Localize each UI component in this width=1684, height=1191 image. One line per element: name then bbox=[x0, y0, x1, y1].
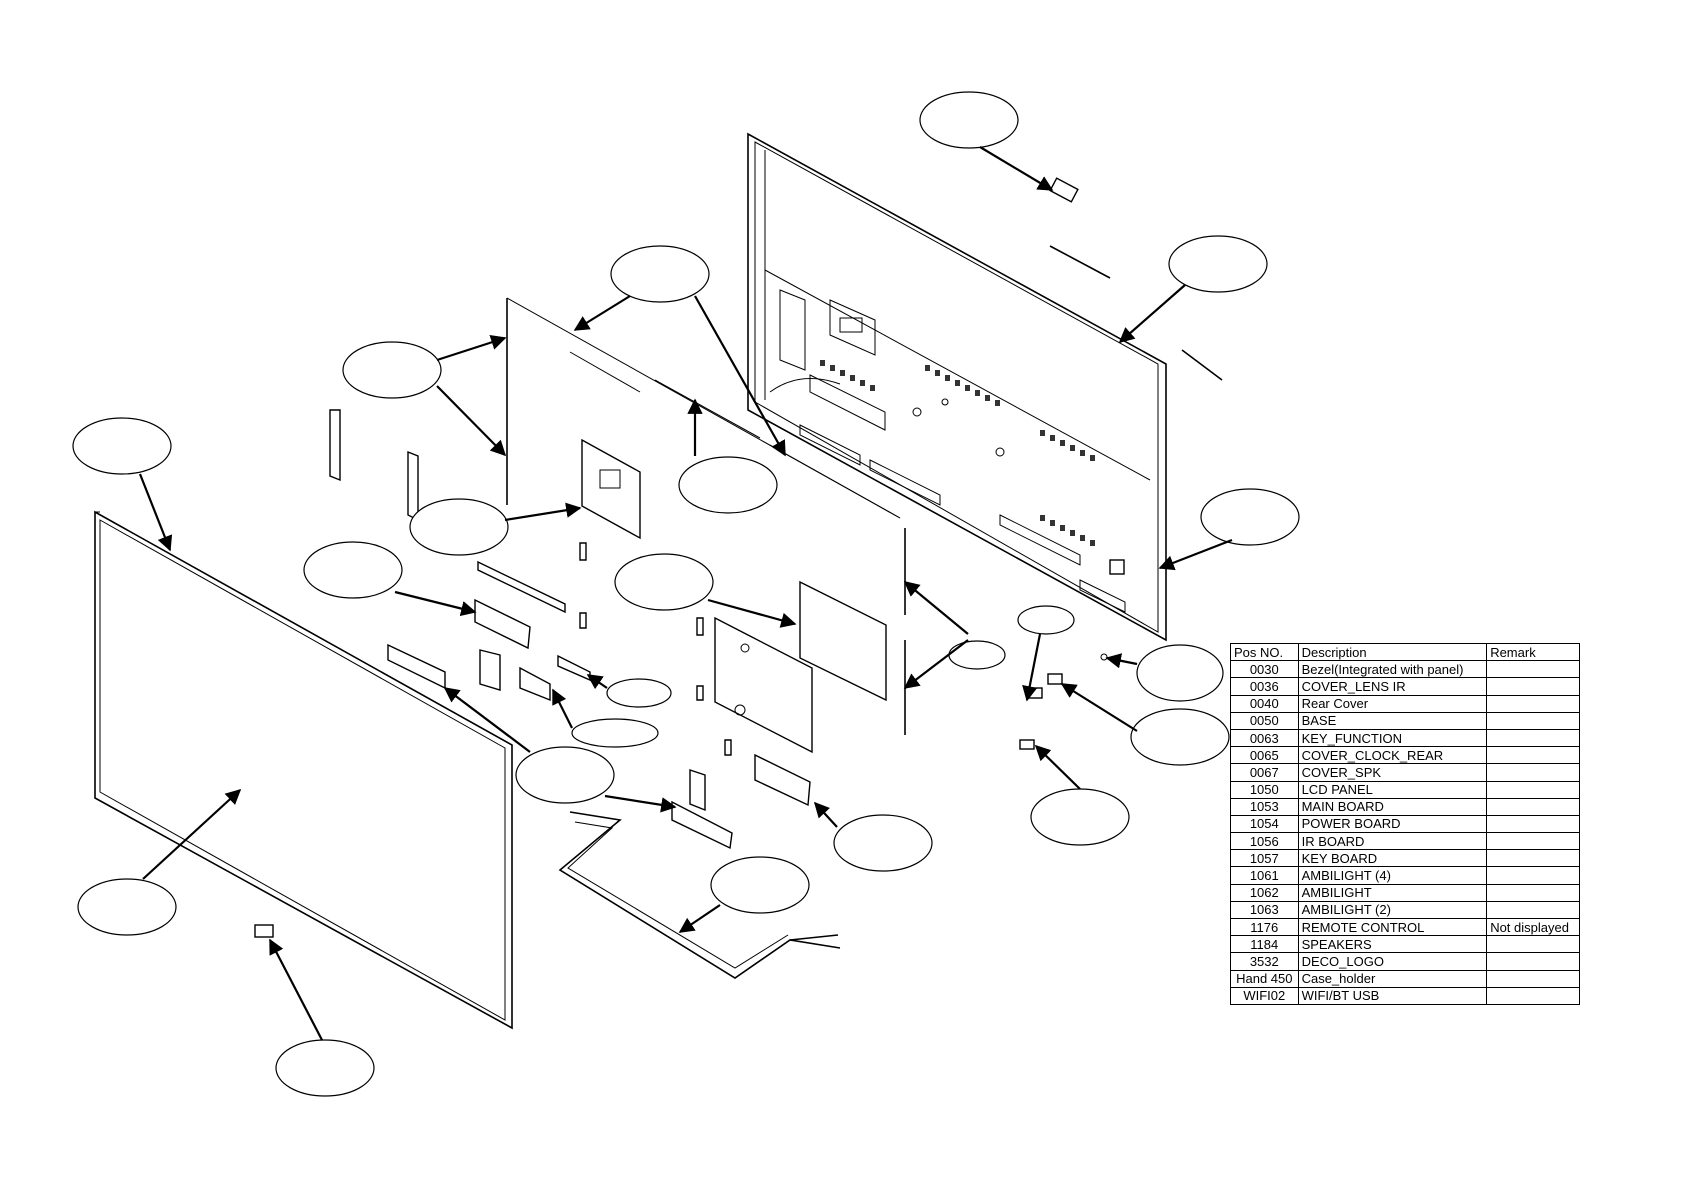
column-header-remark: Remark bbox=[1486, 642, 1580, 662]
part-description-cell: KEY BOARD bbox=[1297, 849, 1488, 868]
base bbox=[558, 811, 841, 979]
part-description-cell: KEY_FUNCTION bbox=[1297, 728, 1488, 748]
part-pos-cell: 0040 bbox=[1230, 694, 1299, 713]
lcd-panel bbox=[506, 297, 901, 540]
key-boards bbox=[329, 409, 419, 522]
part-remark-cell bbox=[1486, 711, 1580, 730]
part-remark-cell bbox=[1486, 849, 1580, 868]
part-pos-cell: 1053 bbox=[1230, 797, 1299, 816]
table-header-row: Pos NO. Description Remark bbox=[1230, 642, 1580, 662]
column-header-pos: Pos NO. bbox=[1230, 642, 1299, 662]
part-remark-cell bbox=[1486, 797, 1580, 816]
part-description-cell: Case_holder bbox=[1297, 969, 1488, 988]
part-pos-cell: 1061 bbox=[1230, 866, 1299, 885]
part-remark-cell bbox=[1486, 952, 1580, 971]
speakers bbox=[714, 616, 813, 754]
part-pos-cell: 1050 bbox=[1230, 780, 1299, 799]
part-description-cell: SPEAKERS bbox=[1297, 935, 1488, 954]
part-description-cell: COVER_SPK bbox=[1297, 763, 1488, 782]
bezel bbox=[94, 510, 513, 1030]
part-remark-cell bbox=[1486, 986, 1580, 1005]
part-pos-cell: 1056 bbox=[1230, 832, 1299, 851]
part-remark-cell bbox=[1486, 728, 1580, 748]
part-pos-cell: 3532 bbox=[1230, 952, 1299, 971]
column-header-description: Description bbox=[1297, 642, 1488, 662]
part-pos-cell: 0067 bbox=[1230, 763, 1299, 782]
part-description-cell: LCD PANEL bbox=[1297, 780, 1488, 799]
part-description-cell: REMOTE CONTROL bbox=[1297, 917, 1488, 937]
part-description-cell: IR BOARD bbox=[1297, 832, 1488, 851]
small-clips bbox=[254, 542, 1108, 938]
part-pos-cell: 1176 bbox=[1230, 917, 1299, 937]
part-remark-cell bbox=[1486, 900, 1580, 920]
part-description-cell: MAIN BOARD bbox=[1297, 797, 1488, 816]
part-description-cell: Rear Cover bbox=[1297, 694, 1488, 713]
leader-arrows bbox=[138, 146, 1233, 1041]
part-description-cell: COVER_LENS IR bbox=[1297, 677, 1488, 696]
part-pos-cell: 0065 bbox=[1230, 746, 1299, 765]
power-board bbox=[799, 580, 887, 702]
part-description-cell: AMBILIGHT bbox=[1297, 883, 1488, 902]
part-remark-cell bbox=[1486, 935, 1580, 954]
part-remark-cell: Not displayed bbox=[1486, 917, 1580, 937]
part-remark-cell bbox=[1486, 832, 1580, 851]
callout-circles bbox=[72, 91, 1300, 1097]
part-remark-cell bbox=[1486, 883, 1580, 902]
part-pos-cell: Hand 450 bbox=[1230, 969, 1299, 988]
part-remark-cell bbox=[1486, 780, 1580, 799]
part-pos-cell: 1184 bbox=[1230, 935, 1299, 954]
part-description-cell: AMBILIGHT (2) bbox=[1297, 900, 1488, 920]
rear-cover bbox=[747, 132, 1223, 642]
part-pos-cell: 1057 bbox=[1230, 849, 1299, 868]
part-remark-cell bbox=[1486, 746, 1580, 765]
part-description-cell: WIFI/BT USB bbox=[1297, 986, 1488, 1005]
part-pos-cell: 1063 bbox=[1230, 900, 1299, 920]
part-description-cell: BASE bbox=[1297, 711, 1488, 730]
part-description-cell: Bezel(Integrated with panel) bbox=[1297, 660, 1488, 679]
part-pos-cell: 1062 bbox=[1230, 883, 1299, 902]
part-remark-cell bbox=[1486, 763, 1580, 782]
ir-board bbox=[474, 560, 566, 650]
part-remark-cell bbox=[1486, 694, 1580, 713]
part-remark-cell bbox=[1486, 660, 1580, 679]
part-remark-cell bbox=[1486, 866, 1580, 885]
part-pos-cell: WIFI02 bbox=[1230, 986, 1299, 1005]
part-pos-cell: 0030 bbox=[1230, 660, 1299, 679]
part-pos-cell: 0036 bbox=[1230, 677, 1299, 696]
part-pos-cell: 1054 bbox=[1230, 814, 1299, 834]
part-pos-cell: 0050 bbox=[1230, 711, 1299, 730]
part-description-cell: AMBILIGHT (4) bbox=[1297, 866, 1488, 885]
part-remark-cell bbox=[1486, 814, 1580, 834]
part-remark-cell bbox=[1486, 677, 1580, 696]
part-description-cell: COVER_CLOCK_REAR bbox=[1297, 746, 1488, 765]
base-brackets bbox=[387, 643, 811, 850]
part-pos-cell: 0063 bbox=[1230, 728, 1299, 748]
part-description-cell: DECO_LOGO bbox=[1297, 952, 1488, 971]
part-remark-cell bbox=[1486, 969, 1580, 988]
part-description-cell: POWER BOARD bbox=[1297, 814, 1488, 834]
